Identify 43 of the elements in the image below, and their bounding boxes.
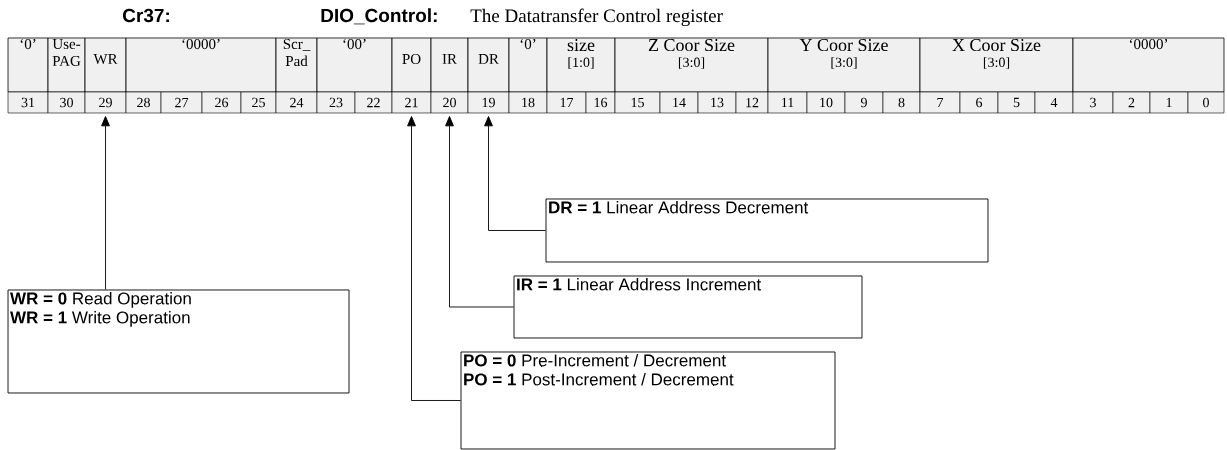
- bit-number-cell: 2: [1112, 91, 1151, 114]
- bit-number-cell: 27: [160, 91, 203, 114]
- description-box: DR = 1 Linear Address Decrement: [545, 198, 989, 263]
- bit-number-cell: 3: [1072, 91, 1114, 114]
- bit-number-cell: 21: [391, 91, 432, 114]
- title-text: The Datatransfer Control register: [470, 8, 723, 27]
- description-box: WR = 0 Read Operation WR = 1 Write Operation: [7, 289, 350, 394]
- bit-number-cell: 8: [882, 91, 921, 114]
- bit-number-cell: 4: [1034, 91, 1074, 114]
- bit-number-cell: 16: [585, 91, 616, 114]
- bit-number-cell: 30: [47, 91, 86, 114]
- bit-number-cell: 11: [767, 91, 808, 114]
- bit-number-cell: 12: [735, 91, 769, 114]
- leader-arrow: [484, 116, 546, 231]
- leader-arrow: [101, 116, 110, 290]
- bit-number-cell: 5: [997, 91, 1036, 114]
- bit-number-cell: 28: [125, 91, 162, 114]
- bit-number-cell: 19: [467, 91, 510, 114]
- bit-number-cell: 18: [508, 91, 548, 114]
- bit-number-cell: 29: [84, 91, 127, 114]
- bit-number-cell: 25: [240, 91, 277, 114]
- bit-number-cell: 15: [614, 91, 661, 114]
- bit-number-cell: 24: [275, 91, 318, 114]
- bit-number-cell: 20: [430, 91, 469, 114]
- bit-number-cell: 22: [354, 91, 393, 114]
- bit-number-cell: 13: [697, 91, 737, 114]
- bit-number-cell: 0: [1187, 91, 1225, 114]
- leader-arrow: [407, 116, 461, 401]
- bit-number-cell: 26: [201, 91, 242, 114]
- bit-number-cell: 31: [7, 91, 49, 114]
- title-text: Cr37:: [123, 8, 169, 23]
- bit-number-cell: 23: [316, 91, 356, 114]
- description-box: PO = 0 Pre-Increment / Decrement PO = 1 Post-Increment / Decrement: [460, 351, 836, 450]
- bit-number-cell: 9: [844, 91, 884, 114]
- bit-number-cell: 14: [659, 91, 699, 114]
- leader-arrow: [445, 116, 514, 308]
- title-text: DIO_Control:: [321, 8, 437, 25]
- bit-number-cell: 17: [546, 91, 587, 114]
- bit-number-cell: 7: [919, 91, 961, 114]
- description-box: IR = 1 Linear Address Increment: [513, 275, 863, 339]
- bit-number-cell: 1: [1149, 91, 1189, 114]
- bit-number-cell: 10: [806, 91, 846, 114]
- bit-number-cell: 6: [959, 91, 999, 114]
